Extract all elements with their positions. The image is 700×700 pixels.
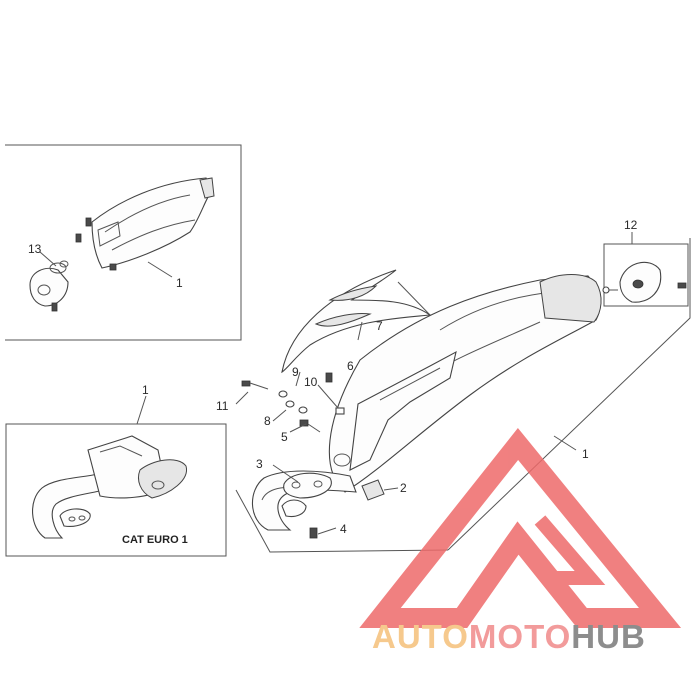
bushing bbox=[335, 407, 345, 415]
fastener-group bbox=[241, 372, 345, 539]
mounting-bracket bbox=[349, 350, 457, 471]
inset-top-left-gasket bbox=[49, 262, 67, 274]
inset-top-left-muffler bbox=[91, 177, 213, 269]
callout-5: 5 bbox=[281, 430, 288, 444]
watermark-logo-triangle bbox=[359, 428, 682, 628]
inset-top-left-screw bbox=[85, 217, 92, 227]
bolt-11 bbox=[241, 380, 251, 387]
mount-ring bbox=[333, 453, 351, 467]
inset-bottom-left: 1 CAT EURO 1 bbox=[5, 383, 227, 557]
callout-11: 11 bbox=[216, 399, 229, 413]
watermark-auto: AUTO bbox=[372, 618, 469, 655]
main-assembly-frame-left bbox=[235, 489, 449, 553]
callout-9: 9 bbox=[292, 365, 299, 379]
inset-top-left-screw bbox=[51, 302, 58, 312]
inset-bottom-left-callout-1: 1 bbox=[142, 383, 149, 397]
inset-top-left-bracket bbox=[97, 221, 121, 247]
callout-12: 12 bbox=[624, 218, 638, 232]
watermark-logo-g bbox=[534, 515, 606, 585]
callout-8: 8 bbox=[264, 414, 271, 428]
watermark-text: AUTOMOTOHUB bbox=[372, 618, 646, 655]
callout-7: 7 bbox=[376, 319, 383, 333]
inset-bottom-left-frame bbox=[5, 423, 227, 557]
end-cap-washer bbox=[602, 286, 610, 294]
bolt-4 bbox=[309, 527, 318, 539]
callout-4: 4 bbox=[340, 522, 347, 536]
inset-top-left-nut bbox=[109, 263, 117, 271]
washer-8 bbox=[285, 400, 295, 408]
inset-top-left-muffler-end bbox=[199, 177, 215, 199]
end-cap-frame bbox=[603, 243, 689, 307]
callout-3: 3 bbox=[256, 457, 263, 471]
watermark-moto: MOTO bbox=[469, 618, 571, 655]
bolt-6 bbox=[325, 372, 333, 383]
main-assembly: 1 2 3 4 5 6 7 8 9 10 11 12 bbox=[216, 218, 691, 553]
bolt-5 bbox=[299, 419, 309, 427]
inset-bottom-left-header-pipe bbox=[32, 473, 105, 539]
silencer-end-cap bbox=[539, 274, 602, 323]
watermark: AUTOMOTOHUB bbox=[359, 428, 682, 655]
washer-9 bbox=[278, 390, 288, 398]
inset-top-left: 13 1 bbox=[5, 144, 242, 341]
exhaust-gasket bbox=[281, 499, 307, 518]
rubber-mount bbox=[361, 479, 385, 501]
callout-1: 1 bbox=[582, 447, 589, 461]
callout-10: 10 bbox=[304, 375, 318, 389]
inset-bottom-left-silencer bbox=[138, 459, 187, 499]
inset-top-left-callout-1: 1 bbox=[176, 276, 183, 290]
watermark-hub: HUB bbox=[571, 618, 646, 655]
exhaust-flange bbox=[283, 472, 332, 499]
end-cap-assembly bbox=[602, 243, 689, 307]
inset-top-left-frame bbox=[5, 144, 242, 341]
inset-top-left-screw bbox=[75, 233, 82, 243]
inset-bottom-left-caption: CAT EURO 1 bbox=[122, 534, 188, 546]
end-cap-screw bbox=[677, 282, 687, 289]
spacer-10 bbox=[298, 406, 308, 414]
callout-6: 6 bbox=[347, 359, 354, 373]
inset-top-left-callout-13: 13 bbox=[28, 242, 42, 256]
callout-2: 2 bbox=[400, 481, 407, 495]
